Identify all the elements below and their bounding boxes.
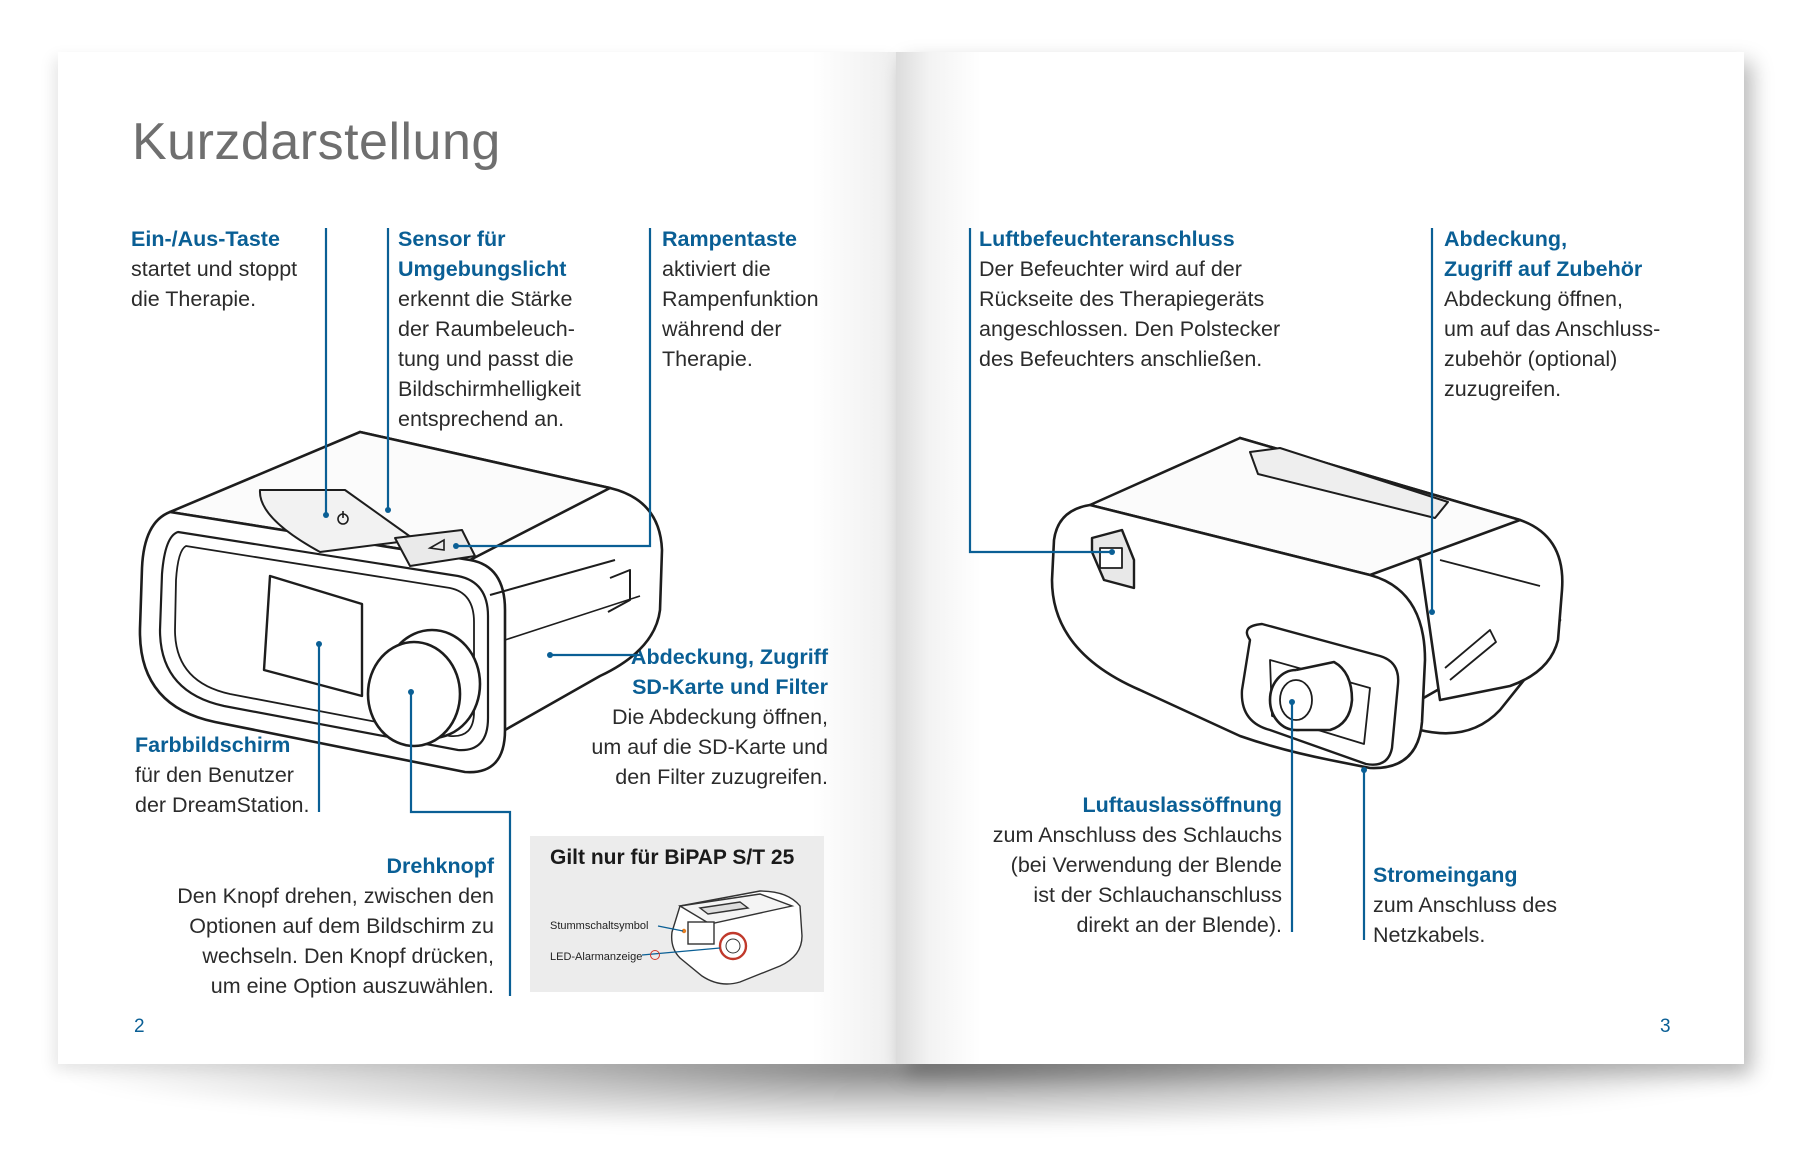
annotation-heading: Abdeckung, Zugriff bbox=[630, 645, 828, 669]
annotation-line: Therapie. bbox=[662, 347, 753, 371]
annotation-line: zuzugreifen. bbox=[1444, 377, 1562, 401]
page-number-right: 3 bbox=[1660, 1016, 1671, 1037]
annotation-line: erkennt die Stärke bbox=[398, 287, 573, 311]
annotation-rotary-knob: Drehknopf Den Knopf drehen, zwischen den… bbox=[148, 851, 494, 1001]
annotation-line: Die Abdeckung öffnen, bbox=[612, 705, 828, 729]
bipap-inset-box: Gilt nur für BiPAP S/T 25 Stummschaltsym… bbox=[530, 836, 824, 992]
annotation-line: Rampenfunktion bbox=[662, 287, 819, 311]
annotation-heading: Farbbildschirm bbox=[135, 733, 291, 757]
annotation-heading: Ein-/Aus-Taste bbox=[131, 227, 280, 251]
annotation-color-screen: Farbbildschirm für den Benutzer der Drea… bbox=[135, 730, 309, 820]
annotation-humidifier-port: Luftbefeuchteranschluss Der Befeuchter w… bbox=[979, 224, 1280, 374]
inset-device-illustration bbox=[641, 890, 803, 985]
annotation-power-inlet: Stromeingang zum Anschluss des Netzkabel… bbox=[1373, 860, 1557, 950]
annotation-ramp-button: Rampentaste aktiviert die Rampenfunktion… bbox=[662, 224, 819, 374]
annotation-line: des Befeuchters anschließen. bbox=[979, 347, 1263, 371]
annotation-heading: Umgebungslicht bbox=[398, 257, 567, 281]
annotation-line: ist der Schlauchanschluss bbox=[1033, 883, 1282, 907]
annotation-line: direkt an der Blende). bbox=[1076, 913, 1282, 937]
annotation-line: um auf das Anschluss- bbox=[1444, 317, 1661, 341]
annotation-power-button: Ein-/Aus-Taste startet und stoppt die Th… bbox=[131, 224, 297, 314]
annotation-sd-filter-cover: Abdeckung, Zugriff SD-Karte und Filter D… bbox=[560, 642, 828, 792]
annotation-heading: Luftauslassöffnung bbox=[1082, 793, 1282, 817]
annotation-line: zum Anschluss des Schlauchs bbox=[992, 823, 1282, 847]
annotation-line: Rückseite des Therapiegeräts bbox=[979, 287, 1265, 311]
annotation-heading: Rampentaste bbox=[662, 227, 798, 251]
mute-symbol-label: Stummschaltsymbol bbox=[550, 920, 649, 932]
annotation-line: den Filter zuzugreifen. bbox=[615, 765, 828, 789]
annotation-line: zum Anschluss des bbox=[1373, 893, 1558, 917]
annotation-line: um auf die SD-Karte und bbox=[591, 735, 828, 759]
annotation-line: aktiviert die bbox=[662, 257, 771, 281]
led-alarm-label: LED-Alarmanzeige bbox=[550, 951, 643, 963]
page-number-left: 2 bbox=[134, 1016, 145, 1037]
annotation-line: angeschlossen. Den Polstecker bbox=[979, 317, 1281, 341]
inset-title: Gilt nur für BiPAP S/T 25 bbox=[550, 846, 795, 869]
annotation-line: während der bbox=[662, 317, 782, 341]
annotation-heading: Stromeingang bbox=[1373, 863, 1518, 887]
annotation-heading: Zugriff auf Zubehör bbox=[1444, 257, 1643, 281]
annotation-line: für den Benutzer bbox=[135, 763, 294, 787]
annotation-heading: Sensor für bbox=[398, 227, 506, 251]
annotation-line: (bei Verwendung der Blende bbox=[1010, 853, 1282, 877]
annotation-line: Netzkabels. bbox=[1373, 923, 1486, 947]
annotation-accessory-cover: Abdeckung, Zugriff auf Zubehör Abdeckung… bbox=[1444, 224, 1660, 404]
page-title: Kurzdarstellung bbox=[132, 113, 501, 171]
annotation-line: der Raumbeleuch- bbox=[398, 317, 575, 341]
annotation-air-outlet: Luftauslassöffnung zum Anschluss des Sch… bbox=[962, 790, 1282, 940]
annotation-line: Abdeckung öffnen, bbox=[1444, 287, 1623, 311]
annotation-line: Der Befeuchter wird auf der bbox=[979, 257, 1242, 281]
led-alarm-icon bbox=[650, 950, 660, 960]
annotation-line: Optionen auf dem Bildschirm zu bbox=[189, 914, 494, 938]
annotation-heading: Luftbefeuchteranschluss bbox=[979, 227, 1235, 251]
annotation-line: der DreamStation. bbox=[135, 793, 310, 817]
annotation-heading: Drehknopf bbox=[386, 854, 495, 878]
annotation-line: wechseln. Den Knopf drücken, bbox=[202, 944, 494, 968]
annotation-line: tung und passt die bbox=[398, 347, 574, 371]
annotation-light-sensor: Sensor für Umgebungslicht erkennt die St… bbox=[398, 224, 581, 434]
annotation-line: zubehör (optional) bbox=[1444, 347, 1618, 371]
annotation-line: die Therapie. bbox=[131, 287, 257, 311]
annotation-line: Den Knopf drehen, zwischen den bbox=[177, 884, 494, 908]
annotation-line: entsprechend an. bbox=[398, 407, 565, 431]
annotation-heading: Abdeckung, bbox=[1444, 227, 1568, 251]
annotation-line: Bildschirmhelligkeit bbox=[398, 377, 581, 401]
annotation-heading: SD-Karte und Filter bbox=[632, 675, 828, 699]
annotation-line: startet und stoppt bbox=[131, 257, 298, 281]
annotation-line: um eine Option auszuwählen. bbox=[210, 974, 494, 998]
